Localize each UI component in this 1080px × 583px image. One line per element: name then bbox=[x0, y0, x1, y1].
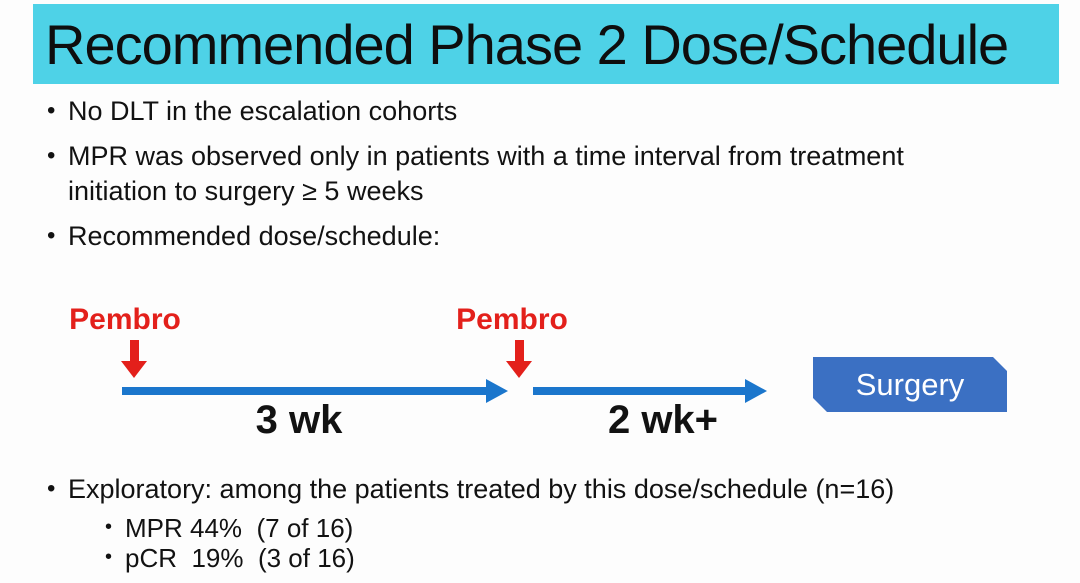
dose-schedule-diagram: Pembro 3 wk Pembro 2 wk+ Surgery bbox=[0, 295, 1080, 460]
surgery-box: Surgery bbox=[813, 357, 1007, 412]
right-arrow-icon bbox=[533, 379, 767, 403]
exploratory-sub-list: MPR 44% (7 of 16) pCR 19% (3 of 16) bbox=[45, 512, 1035, 573]
down-arrow-head bbox=[506, 361, 532, 378]
pembro-dose-label: Pembro bbox=[69, 303, 181, 336]
sub-bullet-item: MPR 44% (7 of 16) bbox=[103, 512, 1035, 543]
down-arrow-icon bbox=[506, 340, 532, 378]
timeline-arrow-line bbox=[533, 387, 747, 395]
interval-2wk-label: 2 wk+ bbox=[607, 398, 719, 442]
surgery-label: Surgery bbox=[855, 366, 965, 402]
page-title: Recommended Phase 2 Dose/Schedule bbox=[45, 12, 1009, 76]
exploratory-section: Exploratory: among the patients treated … bbox=[45, 471, 1035, 573]
right-arrow-icon bbox=[122, 379, 508, 403]
sub-bullet-item: pCR 19% (3 of 16) bbox=[103, 542, 1035, 573]
bullet-item: MPR was observed only in patients with a… bbox=[45, 138, 995, 209]
bullet-item: Recommended dose/schedule: bbox=[45, 218, 995, 254]
exploratory-heading: Exploratory: among the patients treated … bbox=[45, 471, 1035, 507]
down-arrow-stem bbox=[129, 340, 139, 361]
down-arrow-stem bbox=[514, 340, 524, 361]
timeline-arrow-head bbox=[745, 379, 767, 403]
timeline-arrow-line bbox=[122, 387, 488, 395]
title-bar: Recommended Phase 2 Dose/Schedule bbox=[33, 4, 1059, 84]
bullet-item: No DLT in the escalation cohorts bbox=[45, 93, 995, 129]
down-arrow-icon bbox=[121, 340, 147, 378]
pembro-dose-label: Pembro bbox=[456, 303, 568, 336]
timeline-arrow-head bbox=[486, 379, 508, 403]
down-arrow-head bbox=[121, 361, 147, 378]
interval-3wk-label: 3 wk bbox=[255, 398, 343, 442]
bullet-list: No DLT in the escalation cohorts MPR was… bbox=[45, 93, 995, 264]
